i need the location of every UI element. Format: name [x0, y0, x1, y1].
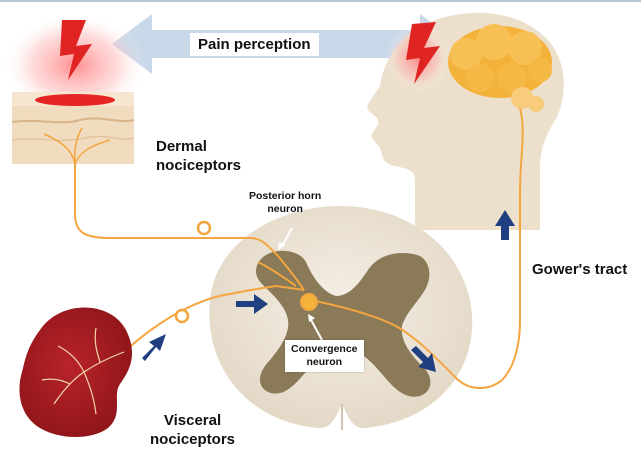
skin-injury-mark — [35, 94, 115, 106]
visceral-line-1: Visceral — [150, 411, 235, 430]
convergence-line-1: Convergence — [291, 343, 358, 356]
dermal-line-2: nociceptors — [156, 156, 241, 175]
up-arrow-icon — [142, 334, 166, 361]
posterior-horn-line-2: neuron — [249, 203, 321, 216]
fiber-ganglion-dermal — [198, 222, 210, 234]
visceral-nociceptors-label: Visceral nociceptors — [150, 411, 235, 449]
convergence-neuron-body — [301, 294, 317, 310]
visceral-organ — [19, 308, 132, 438]
convergence-neuron-label: Convergence neuron — [285, 340, 364, 372]
posterior-horn-line-1: Posterior horn — [249, 190, 321, 203]
convergence-line-2: neuron — [291, 356, 358, 369]
top-border — [0, 0, 641, 2]
fiber-ganglion-visceral — [176, 310, 188, 322]
gowers-tract-label: Gower's tract — [528, 259, 631, 280]
dermal-line-1: Dermal — [156, 137, 241, 156]
posterior-horn-neuron-label: Posterior horn neuron — [243, 187, 327, 219]
pain-perception-label: Pain perception — [190, 33, 319, 56]
dermal-nociceptors-label: Dermal nociceptors — [156, 137, 241, 175]
visceral-line-2: nociceptors — [150, 430, 235, 449]
